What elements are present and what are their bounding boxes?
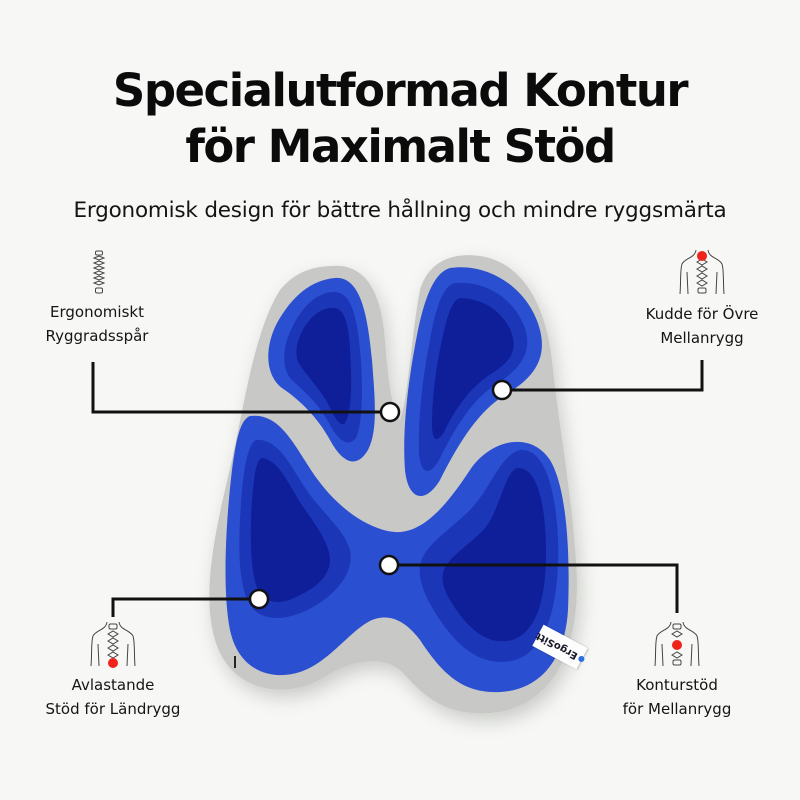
connector-upper-back [502, 360, 704, 392]
page-title-line-2: för Maximalt Stöd [185, 120, 616, 173]
connector-lumbar [111, 597, 259, 617]
small-mark [234, 656, 236, 668]
callout-mid-back-line1: Konturstöd [636, 676, 718, 694]
callout-lumbar-line2: Stöd för Ländrygg [45, 700, 181, 718]
callout-spine-channel-line1: Ergonomiskt [50, 303, 144, 321]
highlight-dot [697, 251, 707, 261]
dot-mid-back [378, 554, 400, 576]
callout-lumbar-line1: Avlastande [71, 676, 155, 694]
upper-left-lobe [268, 277, 375, 462]
dot-spine-channel [379, 401, 401, 423]
callout-upper-back-line1: Kudde för Övre [645, 305, 759, 323]
dot-upper-back [491, 379, 513, 401]
back-upper-highlight-icon [679, 249, 725, 295]
page-subtitle: Ergonomisk design för bättre hållning oc… [73, 198, 727, 223]
callout-upper-back-line2: Mellanrygg [660, 329, 744, 347]
lower-lobes [225, 415, 569, 693]
spine-icon [92, 250, 106, 294]
back-mid-highlight-icon [654, 621, 700, 667]
upper-right-lobe [404, 267, 542, 497]
back-lower-highlight-icon [90, 621, 136, 668]
highlight-dot [108, 658, 118, 668]
page-title-line-1: Specialutformad Kontur [112, 64, 689, 117]
connector-mid-back [389, 563, 679, 613]
connector-lines [91, 360, 704, 617]
callout-upper-back: Kudde för Övre Mellanrygg [602, 302, 800, 350]
callout-dots [248, 379, 513, 610]
dot-lumbar [248, 588, 270, 610]
callout-lumbar: Avlastande Stöd för Ländrygg [13, 673, 213, 721]
callout-spine-channel: Ergonomiskt Ryggradsspår [0, 300, 197, 348]
callout-spine-channel-line2: Ryggradsspår [45, 327, 149, 345]
highlight-dot [672, 640, 682, 650]
callout-mid-back-line2: för Mellanrygg [622, 700, 732, 718]
connector-spine-channel [91, 362, 390, 414]
callout-mid-back: Konturstöd för Mellanrygg [577, 673, 777, 721]
